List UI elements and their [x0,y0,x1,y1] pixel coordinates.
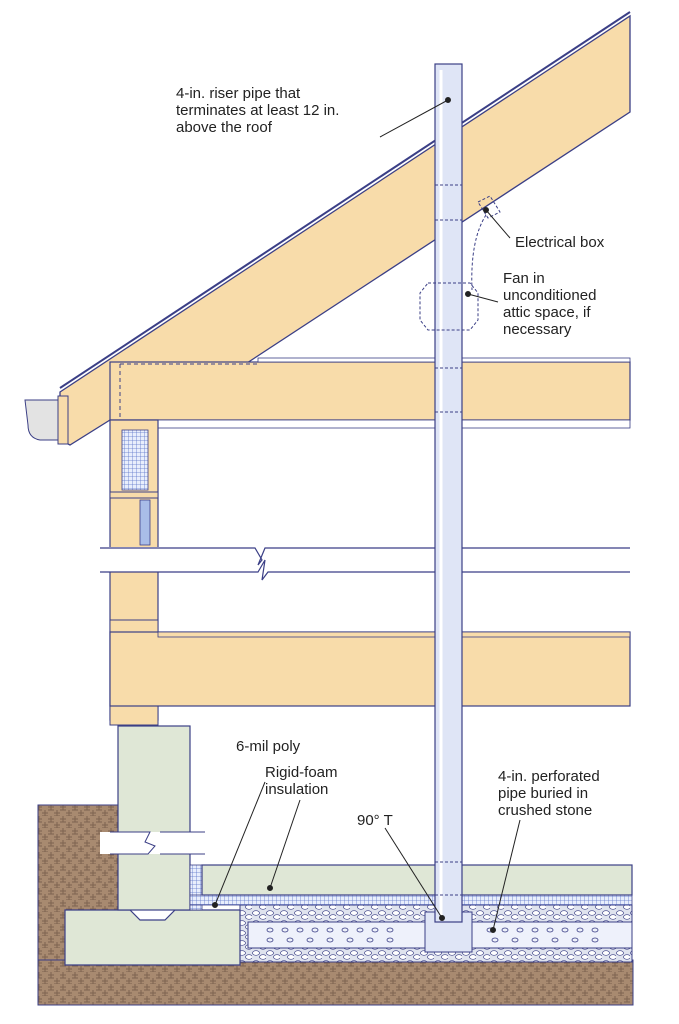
tee-label: 90° T [357,812,393,829]
gutter [24,399,59,441]
perforated-pipe-label: 4-in. perforated pipe buried in crushed … [498,768,600,819]
riser-pipe-label: 4-in. riser pipe that terminates at leas… [176,85,340,136]
footing [64,909,241,966]
leader-lines [212,97,521,933]
floor-joist [109,631,631,707]
riser-pipe [434,63,463,923]
ceiling-joist [109,357,631,429]
foundation-wall [100,725,205,911]
rigid-foam-label: Rigid-foam insulation [265,764,338,798]
electrical-box-label: Electrical box [515,234,605,251]
break-line [100,547,635,581]
poly-label: 6-mil poly [236,738,301,755]
concrete-slab [201,864,633,896]
fan-label: Fan in unconditioned attic space, if nec… [503,270,597,338]
fan-icon [419,282,479,331]
